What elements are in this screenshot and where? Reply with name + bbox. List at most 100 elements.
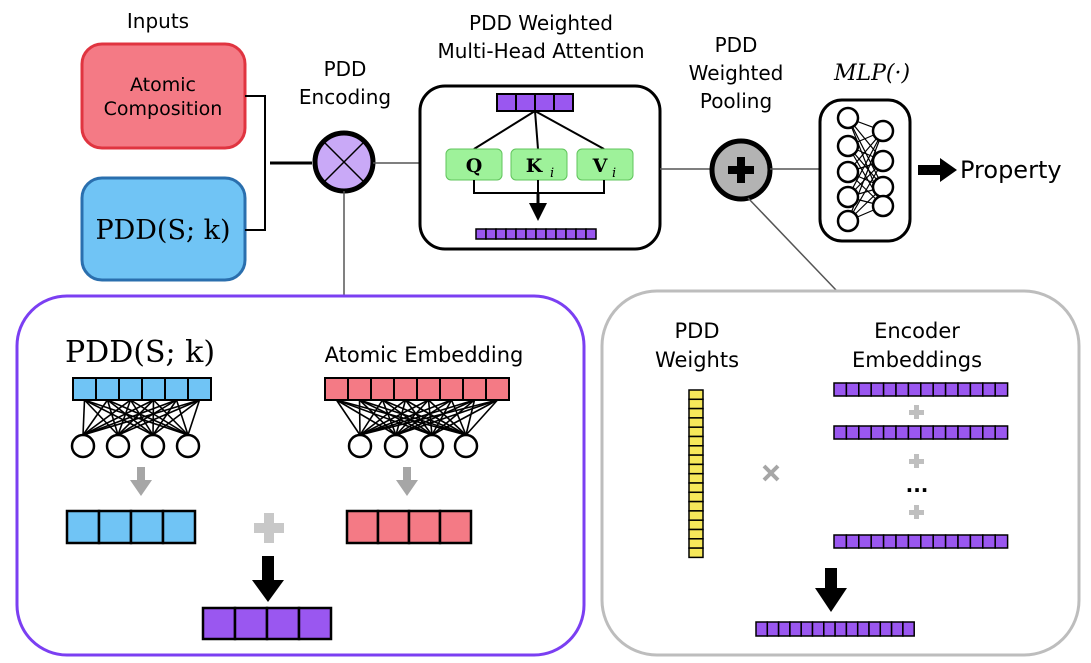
encoder-embedding-cell: [907, 382, 922, 397]
encoder-embedding-cell: [895, 425, 910, 440]
attention-output-cell: [565, 228, 577, 240]
pdd-embedding-cell: [97, 509, 133, 545]
mlp-edge: [847, 160, 884, 222]
pdd-embedding-vector: [65, 509, 197, 545]
pdd-net-input-cell: [95, 377, 120, 401]
encoder-embedding-cell: [833, 534, 848, 549]
pdd-net-edge: [106, 399, 119, 436]
atomic-gray-arrow: [396, 467, 418, 496]
encoder-embedding-cell: [920, 534, 934, 549]
atomic-net-edge: [395, 399, 430, 436]
attention-box: Q K i V i: [418, 84, 662, 251]
pdd-weight-cell: [688, 472, 704, 484]
multiply-gray-icon: [762, 464, 780, 482]
atomic-net-edge: [395, 399, 407, 436]
pdd-embedding-cell: [65, 509, 101, 545]
encoding-black-down-arrow: [252, 556, 284, 602]
value-label: V: [592, 155, 609, 177]
pdd-input-box: PDD(S; k): [80, 176, 247, 282]
encoder-embedding-cell: [957, 425, 972, 440]
pdd-net-edge: [187, 399, 201, 436]
pooled-output-vector: [755, 621, 915, 637]
pooling-plus-symbol: [709, 138, 773, 202]
pooled-output-cell: [845, 621, 859, 637]
encoder-embedding-cell: [920, 425, 934, 440]
mlp-edge: [847, 130, 884, 198]
encoding-title-line1: PDD: [324, 57, 367, 81]
encoder-embedding-cell: [833, 382, 848, 397]
atomic-composition-box: Atomic Composition: [80, 42, 247, 150]
atomic-net-input-cell: [439, 377, 464, 401]
encoder-embedding-cell: [845, 382, 860, 397]
attention-title-line1: PDD Weighted: [469, 11, 613, 35]
attention-output-cell: [585, 228, 597, 240]
encoder-embedding-cell: [845, 534, 860, 549]
encoder-embedding-cell: [858, 425, 872, 440]
atomic-net-edge: [395, 399, 452, 436]
pooled-output-cell: [902, 621, 915, 637]
mlp-title: MLP(·): [833, 61, 910, 86]
pdd-net-node: [140, 433, 166, 459]
encoder-embedding-cell: [882, 382, 897, 397]
mlp-node: [836, 134, 860, 158]
pooled-output-cell: [834, 621, 848, 637]
encoder-embedding-cell: [982, 382, 996, 397]
encoder-embedding-cell: [932, 382, 947, 397]
pooled-output-cell: [800, 621, 814, 637]
pdd-gray-arrow: [130, 467, 152, 496]
pdd-net-edge: [82, 399, 200, 436]
encoder-embedding-cell: [969, 382, 984, 397]
encoding-otimes-symbol: [312, 130, 376, 194]
encoder-embedding-cell: [920, 382, 934, 397]
encoder-embedding-cell: [944, 382, 959, 397]
atomic-net-input-cell: [462, 377, 487, 401]
pdd-weights-label-line1: PDD: [674, 319, 719, 343]
property-arrow: [918, 158, 957, 182]
combined-embedding-cell: [265, 606, 301, 641]
pdd-net-input-cell: [141, 377, 166, 401]
mlp-node: [836, 185, 860, 209]
key-label: K: [526, 155, 544, 177]
mlp-network: [836, 106, 895, 233]
pdd-weight-cell: [688, 398, 704, 410]
pooling-title-line2: Weighted: [689, 61, 784, 85]
encoder-embedding-cell: [969, 534, 984, 549]
pdd-net-input-cell: [187, 377, 212, 401]
pdd-weights-label-line2: Weights: [655, 348, 739, 372]
pdd-weight-cell: [688, 500, 704, 512]
encoder-embedding-cell: [994, 382, 1009, 397]
pdd-weight-cell: [688, 435, 704, 447]
pooled-output-cell: [755, 621, 769, 637]
value-subscript: i: [612, 166, 616, 181]
atomic-composition-label-line1: Atomic: [130, 74, 196, 96]
pdd-net-edge: [117, 399, 132, 436]
attention-output-cell: [495, 228, 507, 240]
pdd-weight-cell: [688, 417, 704, 428]
combined-embedding-cell: [201, 606, 237, 641]
encoder-embeddings-label-line2: Embeddings: [852, 348, 982, 372]
pdd-weight-cell: [688, 454, 704, 466]
atomic-net-input-cell: [324, 377, 349, 401]
embeddings-ellipsis: ...: [906, 473, 929, 497]
encoding-detail-box: PDD(S; k) Atomic Embedding: [15, 294, 586, 657]
pdd-embedding-cell: [129, 509, 165, 545]
pdd-net-edge: [152, 399, 200, 436]
pdd-weights-vector: [688, 389, 704, 559]
atomic-net-edge: [431, 399, 453, 436]
attention-output-cell: [525, 228, 537, 240]
atomic-embedding-cell: [376, 509, 411, 545]
pdd-weight-cell: [688, 528, 704, 540]
attention-output-cell: [485, 228, 497, 240]
pdd-weight-cell: [688, 389, 704, 401]
pdd-net-edge: [82, 399, 177, 436]
encoder-embedding-cell: [932, 534, 947, 549]
atomic-net-edge: [395, 399, 498, 436]
atomic-embedding-cell: [438, 509, 473, 545]
encoder-embedding-cell: [994, 534, 1009, 549]
mlp-node: [836, 160, 860, 184]
value-box: V i: [576, 148, 634, 181]
atomic-net-edge: [335, 399, 361, 436]
pooled-output-cell: [868, 621, 882, 637]
attention-output-cell: [505, 228, 517, 240]
pdd-weight-cell: [688, 547, 704, 559]
